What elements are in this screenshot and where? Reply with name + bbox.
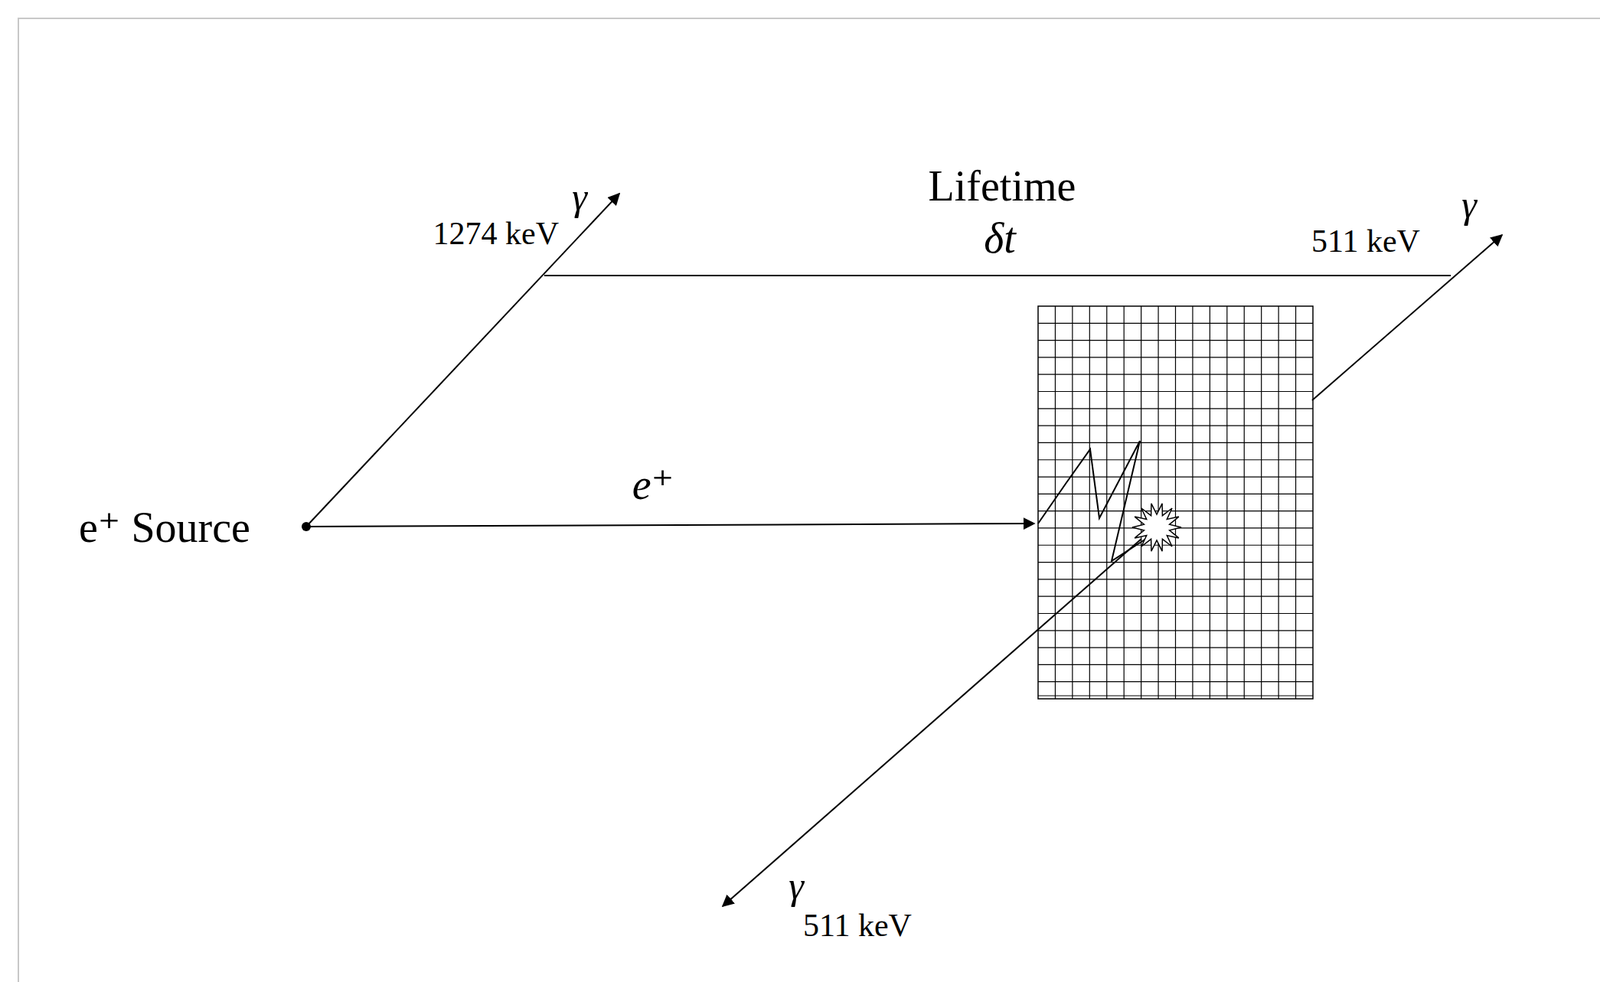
source-label: e⁺ Source [76,504,253,551]
sample-outline [1038,306,1313,699]
grid-line [1038,545,1313,546]
lifetime-line [544,274,1451,277]
grid-line [1123,306,1125,699]
grid-line [1226,306,1228,699]
gamma-start-ray [306,193,620,527]
grid-line [1038,476,1313,477]
page-frame [18,18,1600,982]
positron-track [1038,440,1149,562]
grid-line [1038,459,1313,461]
grid-line [1038,510,1313,512]
positron-path [306,523,1035,527]
delta-t-label: δt [981,215,1019,262]
grid-line [1038,442,1313,444]
grid-line [1038,493,1313,495]
grid-line [1140,306,1142,699]
grid-line [1038,425,1313,427]
grid-line [1038,374,1313,376]
lifetime-label: Lifetime [926,163,1079,209]
grid-line [1157,306,1159,699]
gamma-annihilation-ray [1312,235,1503,401]
grid-line [1071,306,1073,699]
energy-label: 511 keV [1309,223,1423,259]
grid-line [1295,306,1297,699]
grid-line [1038,695,1313,696]
grid-line [1209,306,1211,699]
grid-line [1038,596,1313,598]
energy-label: 511 keV [800,907,915,944]
grid-line [1038,664,1313,666]
grid-line [1038,613,1313,614]
grid-line [1038,323,1313,324]
sample-grid [1038,306,1313,699]
grid-line [1038,339,1313,341]
gamma-symbol: γ [1459,183,1480,226]
annihilation-burst [1132,503,1182,552]
grid-line [1038,578,1313,580]
grid-line [1260,306,1262,699]
grid-line [1191,306,1193,699]
grid-line [1278,306,1280,699]
grid-line [1038,646,1313,648]
gamma-symbol: γ [786,865,807,907]
grid-line [1038,681,1313,683]
grid-line [1244,306,1245,699]
grid-line [1175,306,1176,699]
grid-line [1089,306,1091,699]
grid-line [1038,630,1313,631]
grid-line [1038,408,1313,409]
positron-label: e⁺ [630,461,676,508]
source-dot [301,522,311,532]
grid-line [1038,356,1313,358]
energy-label: 1274 keV [431,215,562,252]
grid-line [1054,306,1056,699]
gamma-symbol: γ [569,176,590,218]
grid-line [1038,391,1313,392]
gamma-annihilation-ray [722,538,1142,907]
grid-line [1038,561,1313,563]
